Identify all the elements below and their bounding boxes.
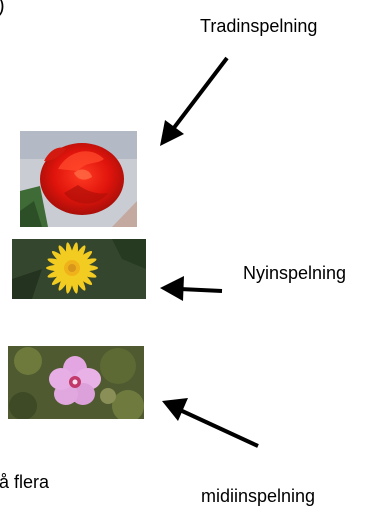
midiinspelning-label: midiinspelning xyxy=(201,486,316,506)
corner-text-fragment: ) xyxy=(0,0,5,16)
red-rose-photo xyxy=(20,131,137,227)
arrow-to-yellow-daisy xyxy=(160,276,223,301)
arrow-to-red-rose xyxy=(160,56,229,146)
tradinspelning-label: Tradinspelning xyxy=(200,16,318,36)
arrow-to-pink-hibiscus xyxy=(162,398,259,448)
bottom-left-text-fragment: å flera xyxy=(0,472,50,492)
nyinspelning-label: Nyinspelning xyxy=(243,263,347,283)
yellow-daisy-photo xyxy=(12,239,146,299)
pink-hibiscus-photo xyxy=(8,346,144,419)
